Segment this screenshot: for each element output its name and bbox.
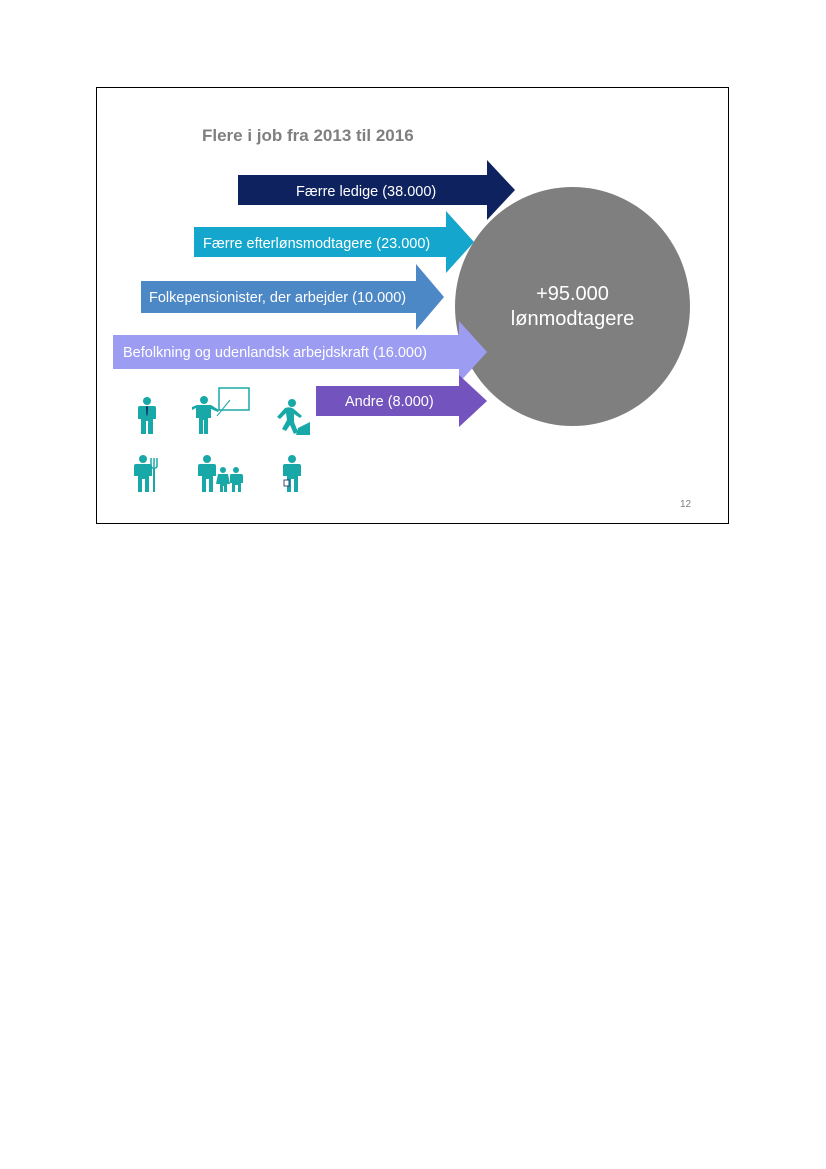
page-number: 12: [680, 499, 692, 510]
arrow-faerre-ledige: Færre ledige (38.000): [238, 160, 515, 220]
total-label: lønmodtagere: [510, 307, 635, 330]
arrows-layer: Færre ledige (38.000) Færre efterlønsmod…: [113, 160, 515, 427]
arrow-label-folkepension: Folkepensionister, der arbejder (10.000): [149, 290, 406, 306]
farmer-pitchfork-icon: [134, 455, 158, 492]
total-value: +95.000: [536, 282, 609, 305]
family-icon: [198, 455, 243, 492]
arrow-label-efterloen: Færre efterlønsmodtagere (23.000): [203, 236, 430, 252]
arrow-label-andre: Andre (8.000): [345, 394, 434, 410]
arrow-efterloen: Færre efterlønsmodtagere (23.000): [194, 211, 474, 273]
arrow-befolkning: Befolkning og udenlandsk arbejdskraft (1…: [113, 321, 487, 383]
person-with-bag-icon: [283, 455, 301, 492]
arrow-label-befolkning: Befolkning og udenlandsk arbejdskraft (1…: [123, 345, 427, 361]
arrow-andre: Andre (8.000): [316, 375, 487, 427]
arrow-label-faerre-ledige: Færre ledige (38.000): [296, 184, 436, 200]
businessman-icon: [138, 397, 156, 434]
arrow-folkepension: Folkepensionister, der arbejder (10.000): [141, 264, 444, 330]
worker-shoveling-icon: [277, 399, 310, 435]
total-circle: +95.000 lønmodtagere: [455, 187, 690, 426]
slide-title: Flere i job fra 2013 til 2016: [202, 126, 414, 145]
teacher-icon: [192, 387, 250, 434]
